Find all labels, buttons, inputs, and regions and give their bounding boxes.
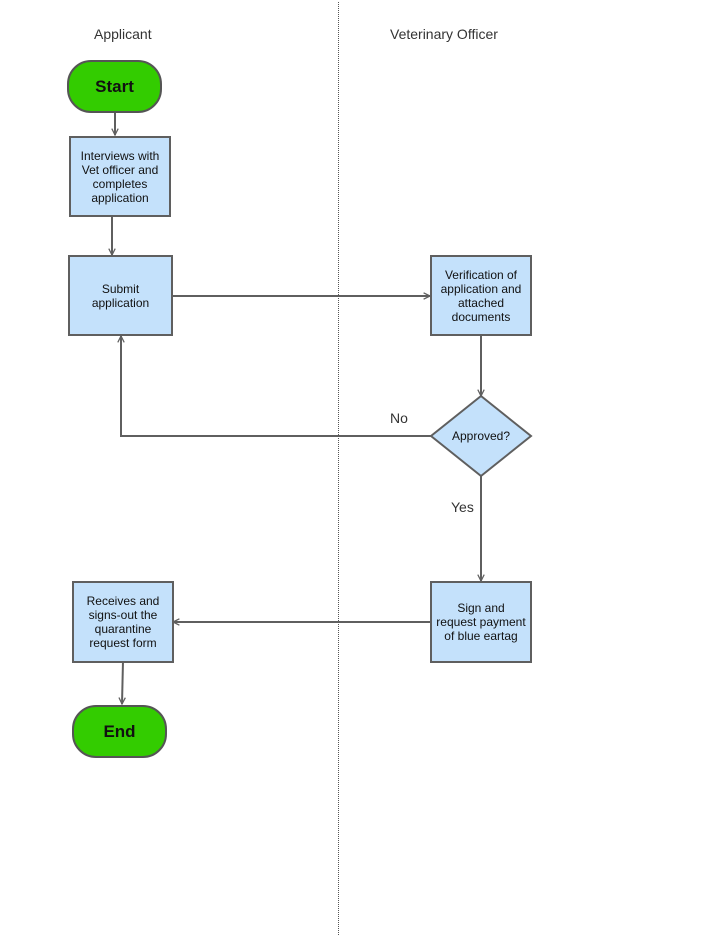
process-receive-label: Receives and signs-out the quarantine re… <box>86 594 160 650</box>
decision-label: Approved? <box>451 429 511 443</box>
start-terminal: Start <box>67 60 162 113</box>
process-sign-request-label: Sign and request payment of blue eartag <box>436 601 526 643</box>
start-label: Start <box>95 76 134 96</box>
end-terminal: End <box>72 705 167 758</box>
decision-diamond <box>429 394 533 478</box>
edge-receive-to-end <box>122 660 123 704</box>
edge-decision-no-to-submit <box>121 336 431 437</box>
process-submit-label: Submit application <box>91 281 150 310</box>
process-receive: Receives and signs-out the quarantine re… <box>72 581 174 663</box>
process-verification: Verification of application and attached… <box>430 255 532 336</box>
process-sign-request: Sign and request payment of blue eartag <box>430 581 532 663</box>
lane-title-applicant: Applicant <box>94 26 152 42</box>
process-submit: Submit application <box>68 255 173 336</box>
process-verification-label: Verification of application and attached… <box>440 267 522 324</box>
process-interview: Interviews with Vet officer and complete… <box>69 136 171 217</box>
process-interview-label: Interviews with Vet officer and complete… <box>80 148 160 205</box>
lane-divider <box>338 2 339 935</box>
edge-label-yes: Yes <box>451 499 474 515</box>
edge-label-no: No <box>390 410 408 426</box>
end-label: End <box>103 721 136 741</box>
lane-title-veterinary-officer: Veterinary Officer <box>390 26 498 42</box>
